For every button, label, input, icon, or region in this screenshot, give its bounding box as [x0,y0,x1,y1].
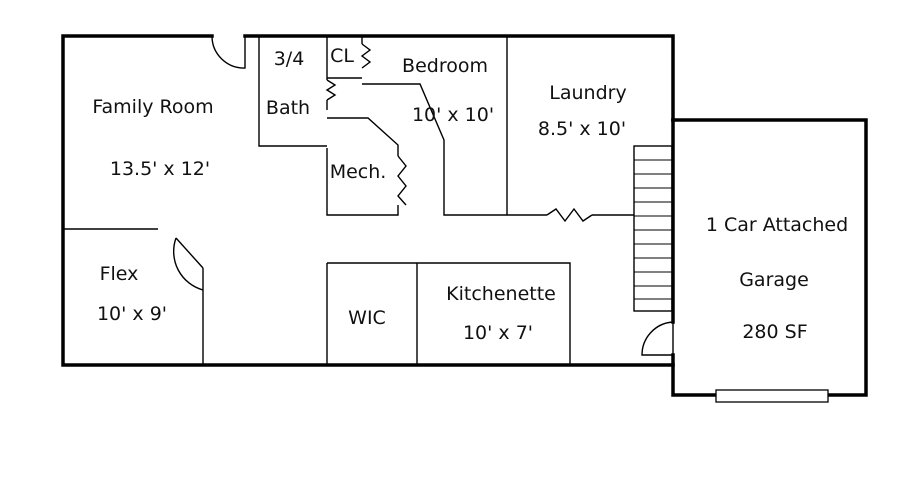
room-bath: 3/4 Bath [266,48,310,119]
stairs [633,145,673,312]
doors [172,35,674,356]
bifold-doors [325,43,593,223]
room-flex: Flex 10' x 9' [97,263,167,325]
bath-name-line1: 3/4 [274,48,305,70]
garage-door [715,389,829,403]
garage-size: 280 SF [742,321,807,343]
flex-size: 10' x 9' [97,303,167,325]
room-mechanical: Mech. [330,161,387,183]
room-family-room: Family Room 13.5' x 12' [92,96,213,180]
bedroom-name: Bedroom [402,55,488,77]
mechanical-name: Mech. [330,161,387,183]
room-closet: CL [330,45,354,67]
flex-name: Flex [100,263,139,285]
closet-name: CL [330,45,354,67]
family-room-name: Family Room [92,96,213,118]
bedroom-size: 10' x 10' [412,104,494,126]
laundry-name: Laundry [549,82,626,104]
laundry-size: 8.5' x 10' [538,118,626,140]
kitchenette-size: 10' x 7' [463,322,533,344]
wic-name: WIC [348,307,386,329]
room-wic: WIC [348,307,386,329]
kitchenette-name: Kitchenette [446,283,556,305]
room-laundry: Laundry 8.5' x 10' [538,82,627,140]
garage-name-line1: 1 Car Attached [706,214,848,236]
bath-name-line2: Bath [266,97,310,119]
garage-name-line2: Garage [739,269,809,291]
room-kitchenette: Kitchenette 10' x 7' [446,283,556,344]
family-room-size: 13.5' x 12' [110,158,210,180]
interior-walls [63,36,634,365]
exterior-walls [61,34,868,397]
room-garage: 1 Car Attached Garage 280 SF [706,214,848,343]
room-bedroom: Bedroom 10' x 10' [402,55,494,126]
